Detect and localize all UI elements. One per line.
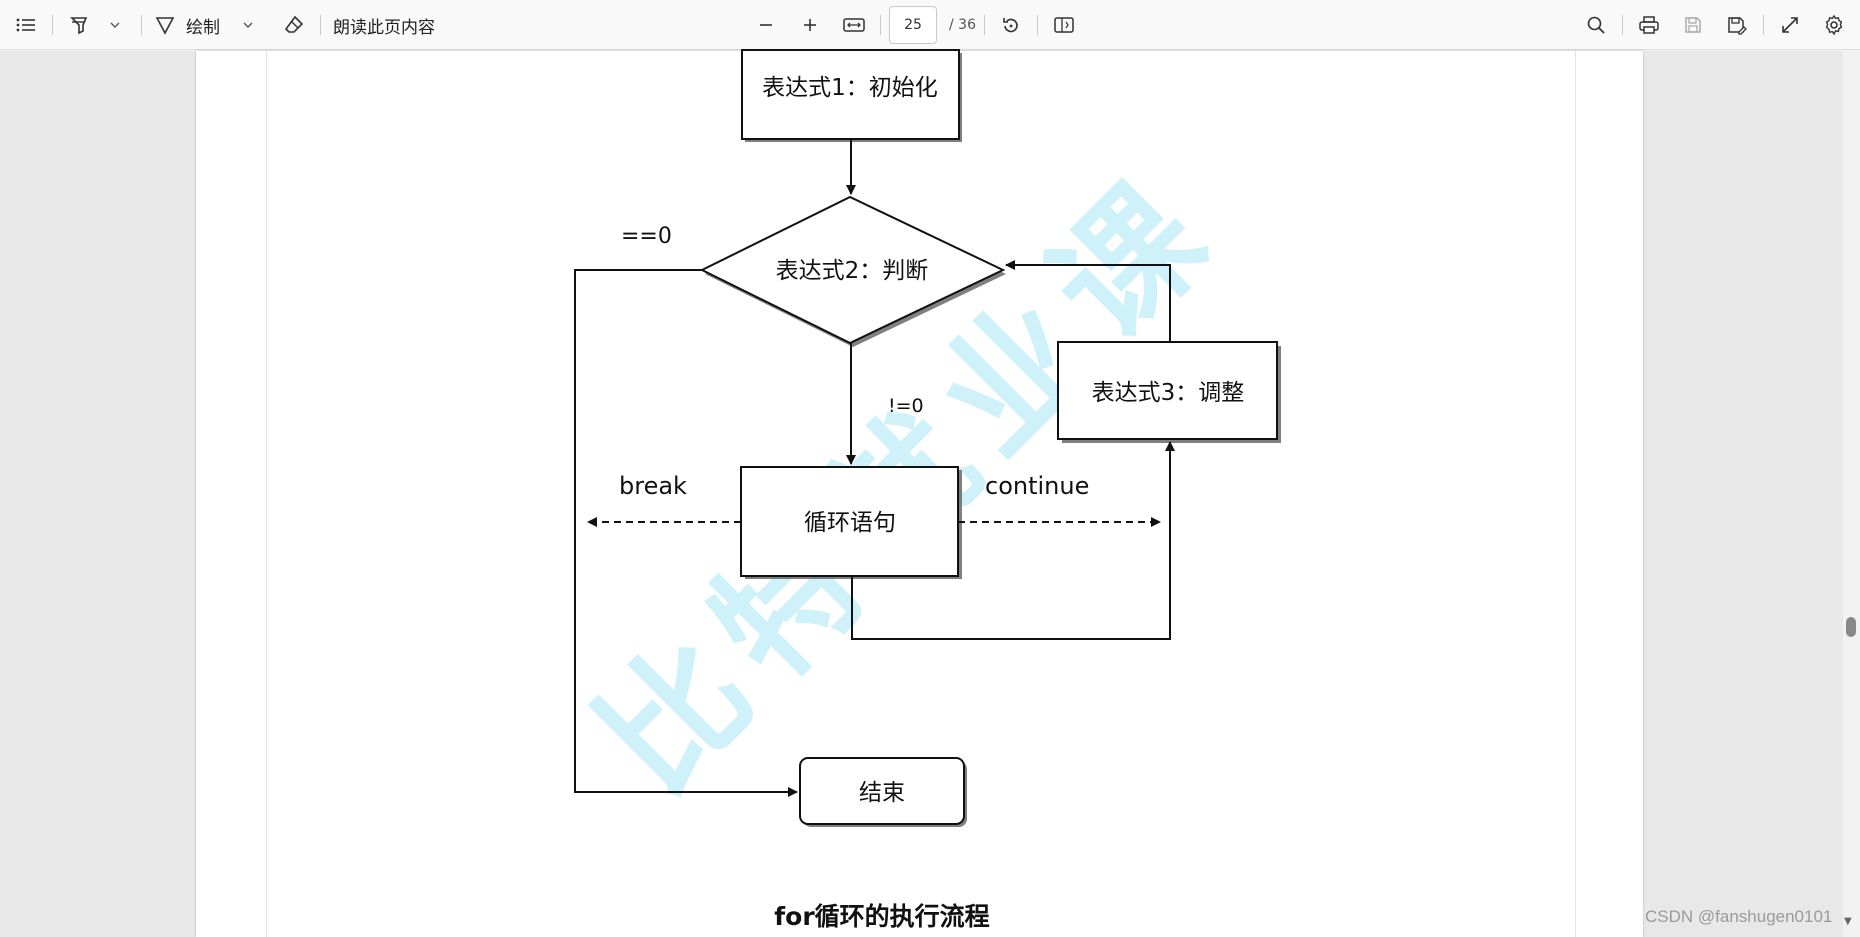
- loop-body-label: 循环语句: [804, 510, 896, 536]
- toolbar-divider: [320, 15, 321, 35]
- fullscreen-icon[interactable]: [1772, 7, 1808, 43]
- contents-list-icon[interactable]: [8, 7, 44, 43]
- settings-gear-icon[interactable]: [1816, 7, 1852, 43]
- toolbar-divider: [880, 15, 881, 35]
- toolbar-divider: [983, 15, 985, 35]
- draw-button[interactable]: 绘制: [150, 7, 224, 43]
- continue-label: continue: [985, 472, 1089, 500]
- zoom-out-icon[interactable]: [748, 7, 784, 43]
- end-box: [799, 757, 965, 825]
- print-icon[interactable]: [1631, 7, 1667, 43]
- loop-body-box: [740, 466, 959, 577]
- viewer-background-left: [0, 51, 196, 937]
- end-box-label: 结束: [859, 780, 905, 806]
- csdn-credit: CSDN @fanshugen0101: [1645, 907, 1833, 926]
- eq-zero-label: ==0: [621, 224, 672, 249]
- vertical-scrollbar[interactable]: [1843, 51, 1860, 937]
- page-margin-left: [266, 51, 267, 937]
- toolbar-divider: [1763, 15, 1764, 35]
- highlight-icon[interactable]: [61, 7, 97, 43]
- search-icon[interactable]: [1578, 7, 1614, 43]
- rotate-icon[interactable]: [993, 7, 1029, 43]
- scroll-down-arrow-icon[interactable]: ▼: [1844, 916, 1852, 927]
- condition-label: 表达式2：判断: [776, 258, 929, 284]
- save-icon-disabled[interactable]: [1675, 7, 1711, 43]
- condition-diamond: [699, 195, 1006, 345]
- toolbar-left-group: 绘制 朗读此页内容: [8, 7, 439, 43]
- toolbar-right-group: [1578, 7, 1852, 43]
- toolbar-divider: [141, 15, 142, 35]
- adjust-box: [1057, 341, 1278, 440]
- draw-pen-icon: [155, 17, 175, 35]
- adjust-box-label: 表达式3：调整: [1092, 380, 1245, 406]
- eraser-icon[interactable]: [276, 7, 312, 43]
- draw-label: 绘制: [186, 17, 220, 38]
- not-zero-label: !=0: [888, 395, 924, 417]
- save-as-icon[interactable]: [1719, 7, 1755, 43]
- read-aloud-button[interactable]: 朗读此页内容: [329, 7, 439, 43]
- viewer-background-right: [1643, 51, 1843, 937]
- page-number-input[interactable]: 25: [889, 6, 937, 44]
- zoom-in-icon[interactable]: [792, 7, 828, 43]
- toolbar-divider: [1036, 15, 1038, 35]
- scrollbar-thumb[interactable]: [1846, 617, 1856, 637]
- draw-chevron-down-icon[interactable]: [230, 7, 266, 43]
- init-box-label: 表达式1：初始化: [762, 75, 938, 101]
- init-box: [741, 49, 960, 140]
- highlight-chevron-down-icon[interactable]: [97, 7, 133, 43]
- page-margin-right: [1575, 51, 1576, 937]
- page-view-icon[interactable]: [1046, 7, 1082, 43]
- toolbar-divider: [1622, 15, 1623, 35]
- figure-caption: for循环的执行流程: [774, 902, 990, 931]
- toolbar-middle-group: 25 / 36: [748, 6, 1082, 44]
- current-page: 25: [904, 17, 922, 33]
- toolbar-divider: [52, 15, 53, 35]
- fit-width-icon[interactable]: [836, 7, 872, 43]
- total-pages: / 36: [949, 17, 976, 33]
- break-label: break: [619, 472, 687, 500]
- read-aloud-label: 朗读此页内容: [333, 17, 435, 38]
